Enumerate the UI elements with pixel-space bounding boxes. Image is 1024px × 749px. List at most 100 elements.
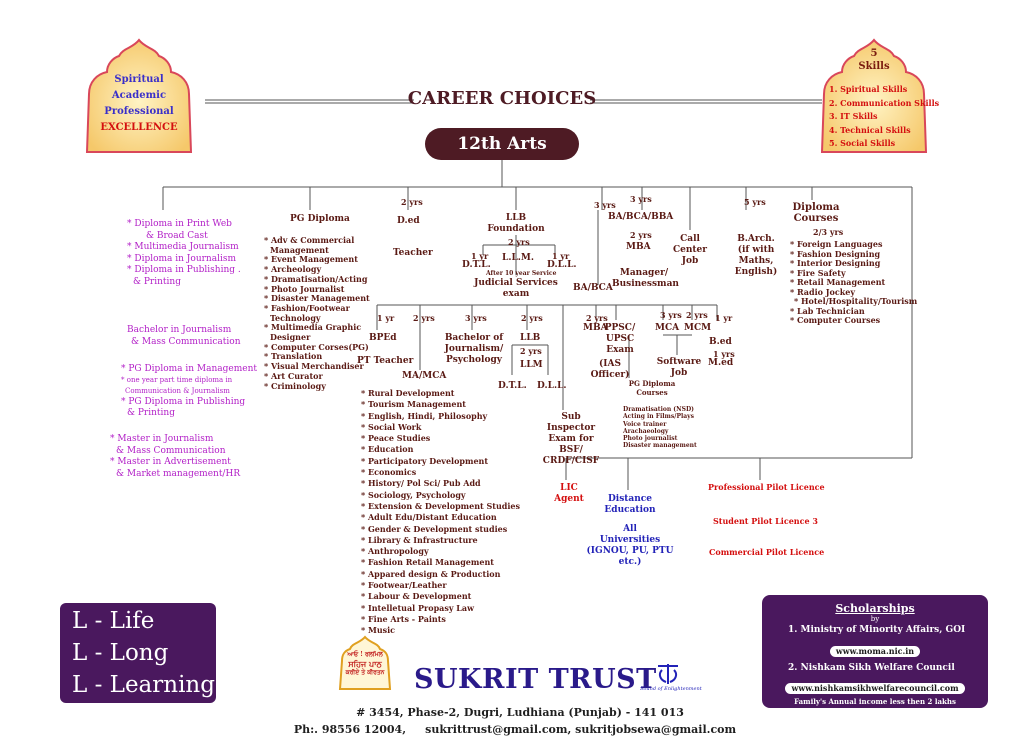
ma-item: * History/ Pol Sci/ Pub Add — [361, 478, 481, 489]
pilot-commercial: Commercial Pilot Licence — [709, 547, 825, 557]
ma-item: * Economics — [361, 467, 417, 478]
ias-officer: (IAS Officer) — [588, 359, 632, 381]
ma-item: * Education — [361, 444, 414, 455]
scholarships-by: by — [870, 615, 880, 623]
skill-item: 4. Technical Skills — [829, 124, 911, 135]
bjp-line: Psychology — [445, 355, 503, 365]
diploma-group-3: * PG Diploma in Management * one year pa… — [121, 364, 257, 419]
pg-item: * Dramatisation/Acting — [264, 273, 368, 284]
dc-item: * Hotel/Hospitality/Tourism — [794, 296, 918, 306]
ba-name: BA/BCA/BBA — [608, 212, 674, 222]
dc-item: * Fashion Designing — [790, 248, 881, 259]
pt-teacher: PT Teacher — [357, 356, 414, 366]
pg-item: * Archeology — [264, 264, 322, 275]
ma-item: * Appared design & Production — [361, 568, 501, 579]
dc-item: * Foreign Languages — [790, 239, 883, 249]
med-name: M.ed — [708, 358, 734, 368]
ba-duration: 3 yrs — [594, 200, 616, 210]
badge-line-2: Academic — [111, 90, 167, 101]
skill-item: 2. Communication Skills — [829, 97, 940, 108]
judicial-line: Judicial Services — [474, 278, 558, 288]
manager-line: Manager/ — [619, 268, 669, 278]
scholarship-2-url[interactable]: www.nishkamsikhwelfarecouncil.com — [785, 683, 965, 694]
dc-item: * Fire Safety — [790, 267, 846, 278]
ma-item: * Participatory Development — [361, 455, 489, 466]
diploma-item: & Mass Communication — [131, 336, 241, 347]
pgdc-line: PG Diploma — [628, 379, 676, 388]
bped-name: BPEd — [369, 333, 397, 343]
llm-name: L.L.M. — [502, 253, 535, 263]
sehaj-path-logo — [338, 635, 392, 690]
badge-line-3: Professional — [104, 106, 174, 117]
uni-line: Universities — [599, 535, 661, 545]
manager-businessman: Manager/ Businessman — [612, 268, 679, 290]
llb2-name: LLB — [520, 333, 541, 343]
dll-name: D.L.L. — [547, 260, 577, 270]
barch-line: (if with Maths, — [737, 245, 775, 266]
diploma-item: * Master in Journalism — [110, 434, 214, 444]
dll2-name: D.L.L. — [537, 381, 567, 391]
diploma-item: * Diploma in Print Web — [127, 219, 232, 229]
med-duration: 1 yrs — [713, 349, 735, 359]
diploma-item: & Broad Cast — [146, 230, 208, 241]
pg-item: Designer — [270, 332, 311, 343]
pgdc-item: Photo journalist — [623, 435, 678, 443]
pgdc-item: Arachaeology — [623, 427, 669, 435]
lll-line: L - Learning — [72, 672, 215, 698]
dc-item: * Computer Courses — [790, 315, 881, 325]
ma-item: * Music — [361, 625, 396, 636]
trust-contact: Ph:. 98556 12004, sukrittrust@gmail.com,… — [293, 723, 737, 736]
dtl-name: D.T.L. — [462, 260, 491, 270]
uni-line: All — [623, 524, 637, 534]
pgdc-line: Courses — [636, 388, 668, 397]
llb-duration: 2 yrs — [508, 237, 530, 247]
skill-item: 3. IT Skills — [829, 111, 878, 121]
diploma-item: Communication & Journalism — [125, 387, 230, 395]
pgdc-item: Acting in Films/Plays — [623, 413, 695, 421]
pg-diploma-list: * Adv & Commercial Management * Event Ma… — [264, 235, 370, 391]
badge-text: Spiritual Academic Professional EXCELLEN… — [83, 72, 195, 136]
khanda-logo — [658, 664, 678, 684]
trust-name: SUKRIT TRUST — [414, 664, 657, 695]
scholarship-1-url[interactable]: www.moma.nic.in — [829, 646, 921, 657]
diploma-item: & Mass Communication — [116, 445, 226, 456]
life-long-learning-box: L - Life L - Long L - Learning — [60, 603, 216, 703]
ma-item: * Gender & Development studies — [361, 523, 508, 534]
mba2-duration: 2 yrs — [586, 313, 608, 323]
ma-item: * Anthropology — [361, 546, 429, 557]
skill-item: 1. Spiritual Skills — [829, 84, 908, 94]
sub-inspector: Sub Inspector Exam for BSF/ CRDF/CISF — [536, 412, 606, 467]
bed-name: B.ed — [709, 337, 732, 347]
mca-duration: 3 yrs — [660, 310, 682, 320]
pg-item: * Visual Merchandiser — [264, 361, 364, 372]
bjp-line: Bachelor of — [444, 333, 504, 343]
subinsp-line: Exam for BSF/ — [548, 434, 594, 455]
diploma-courses-title: Diploma Courses — [786, 202, 846, 224]
dc-line: Courses — [793, 213, 839, 224]
pg-diploma-courses-list: Dramatisation (NSD) Acting in Films/Play… — [623, 406, 697, 450]
ma-item: * Fashion Retail Management — [361, 557, 494, 568]
diploma-courses-list: * Foreign Languages * Fashion Designing … — [790, 239, 918, 326]
ma-duration: 2 yrs — [413, 313, 435, 323]
after-service: After 10 year Service — [486, 270, 557, 277]
ma-item: * Rural Development — [361, 388, 455, 398]
pg-item: * Computer Corses(PG) — [264, 341, 369, 352]
ba-bca-bottom: BA/BCA — [573, 283, 613, 293]
pg-item: * Disaster Management — [264, 293, 370, 304]
subinsp-line: Sub Inspector — [546, 412, 596, 433]
barch-duration: 5 yrs — [744, 197, 766, 207]
pg-item: Management — [270, 244, 329, 255]
software-job: Software Job — [656, 357, 702, 379]
skill-item: 5. Social Skills — [829, 138, 896, 148]
ma-item: * Sociology, Psychology — [361, 489, 466, 500]
dc-item: * Lab Technician — [790, 305, 865, 316]
pg-diploma-title: PG Diploma — [290, 214, 350, 224]
ma-item: * Extension & Development Studies — [361, 500, 521, 511]
badge-line-4: EXCELLENCE — [100, 122, 178, 133]
pg-diploma-courses-title: PG Diploma Courses — [623, 379, 681, 397]
mba2-name: MBA — [583, 323, 608, 333]
call-line: Call — [680, 234, 700, 244]
call-line: Job — [681, 256, 699, 266]
ias-line: Officer) — [590, 370, 630, 380]
subinsp-line: CRDF/CISF — [542, 456, 600, 466]
